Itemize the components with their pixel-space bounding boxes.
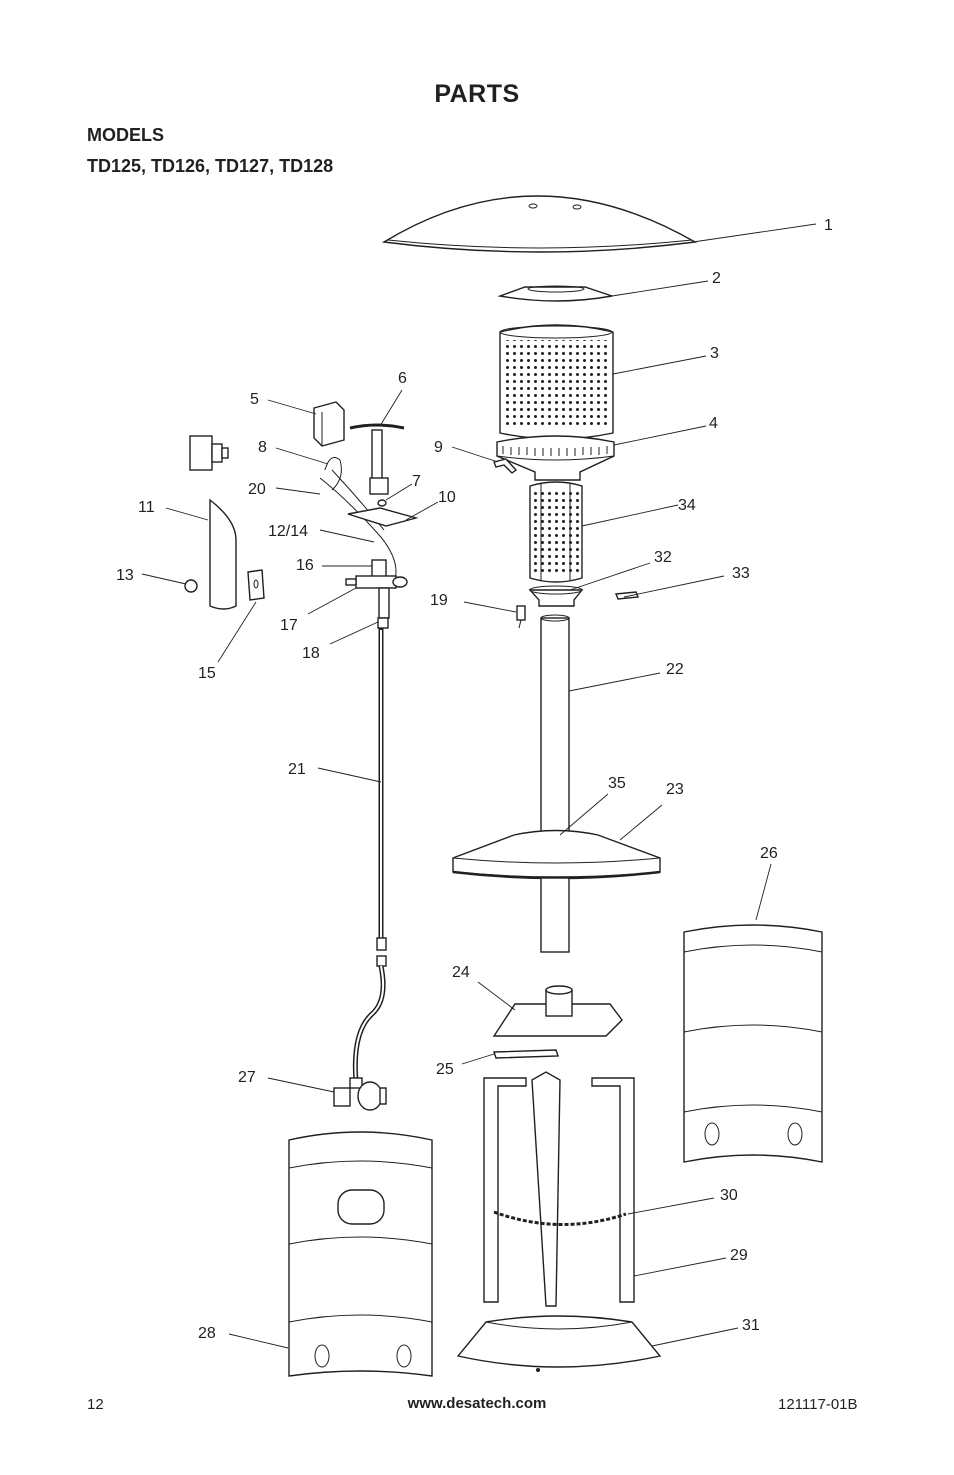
callout-17: 17 (280, 617, 298, 634)
callout-13: 13 (116, 567, 134, 584)
callout-20: 20 (248, 481, 266, 498)
part-5-control-box (313, 401, 345, 447)
callout-9: 9 (434, 439, 443, 456)
callout-8: 8 (258, 439, 267, 456)
part-16-17-valve-assembly (345, 559, 408, 629)
leader-lines (141, 223, 817, 1349)
callout-15: 15 (198, 665, 216, 682)
callout-35: 35 (608, 775, 626, 792)
callout-28: 28 (198, 1325, 216, 1342)
part-15-plate (247, 569, 265, 601)
lower-post (540, 877, 570, 953)
part-7-nut (377, 499, 387, 507)
callout-30: 30 (720, 1187, 738, 1204)
part-28-tank-cover (288, 1131, 433, 1377)
part-10-bracket-plate (347, 507, 419, 527)
callout-32: 32 (654, 549, 672, 566)
callout-21: 21 (288, 761, 306, 778)
models-list: TD125, TD126, TD127, TD128 (87, 156, 334, 176)
part-13-knob (184, 579, 198, 593)
callout-7: 7 (412, 473, 421, 490)
part-25-bar (493, 1049, 559, 1059)
models-heading: MODELS (87, 125, 165, 145)
part-26-panel (683, 924, 823, 1163)
part-22-upper-post (540, 614, 570, 839)
part-21-hose (352, 628, 387, 1083)
callout-6: 6 (398, 370, 407, 387)
part-6-pilot (349, 423, 405, 495)
control-valve (189, 435, 229, 471)
part-32-flange (528, 585, 584, 607)
callout-23: 23 (666, 781, 684, 798)
callout-26: 26 (760, 845, 778, 862)
part-4-burner (496, 435, 615, 481)
callout-1: 1 (824, 217, 833, 234)
page-title: PARTS (434, 80, 520, 108)
callout-4: 4 (709, 415, 718, 432)
document-number: 121117-01B (778, 1396, 858, 1413)
callout-2: 2 (712, 270, 721, 287)
page-number: 12 (87, 1396, 104, 1413)
part-34-inner-screen (529, 481, 583, 583)
part-24-support-plate (492, 985, 623, 1037)
callout-25: 25 (436, 1061, 454, 1078)
callout-18: 18 (302, 645, 320, 662)
callout-29: 29 (730, 1247, 748, 1264)
callout-16: 16 (296, 557, 314, 574)
part-27-regulator (333, 1077, 387, 1111)
callout-10: 10 (438, 489, 456, 506)
callout-19: 19 (430, 592, 448, 609)
callout-27: 27 (238, 1069, 256, 1086)
callout-22: 22 (666, 661, 684, 678)
callout-3: 3 (710, 345, 719, 362)
part-8-wire (324, 457, 342, 491)
part-2-cap-ring (497, 285, 613, 302)
callout-5: 5 (250, 391, 259, 408)
part-29-legs (483, 1071, 635, 1307)
part-30-chain (493, 1210, 627, 1226)
part-3-emitter-screen (499, 324, 614, 440)
website-link[interactable]: www.desatech.com (407, 1395, 547, 1412)
part-11-shield (209, 498, 237, 610)
callout-24: 24 (452, 964, 470, 981)
callout-33: 33 (732, 565, 750, 582)
part-33-bracket (615, 591, 639, 600)
callout-12-14: 12/14 (268, 523, 308, 540)
callout-31: 31 (742, 1317, 760, 1334)
callout-11: 11 (138, 499, 155, 516)
part-1-reflector (381, 195, 698, 253)
part-23-table (452, 829, 661, 880)
part-19-igniter (516, 605, 526, 629)
callout-34: 34 (678, 497, 696, 514)
part-9-clip (493, 458, 518, 474)
part-31-base (456, 1315, 662, 1372)
part-20-wire (319, 477, 397, 581)
